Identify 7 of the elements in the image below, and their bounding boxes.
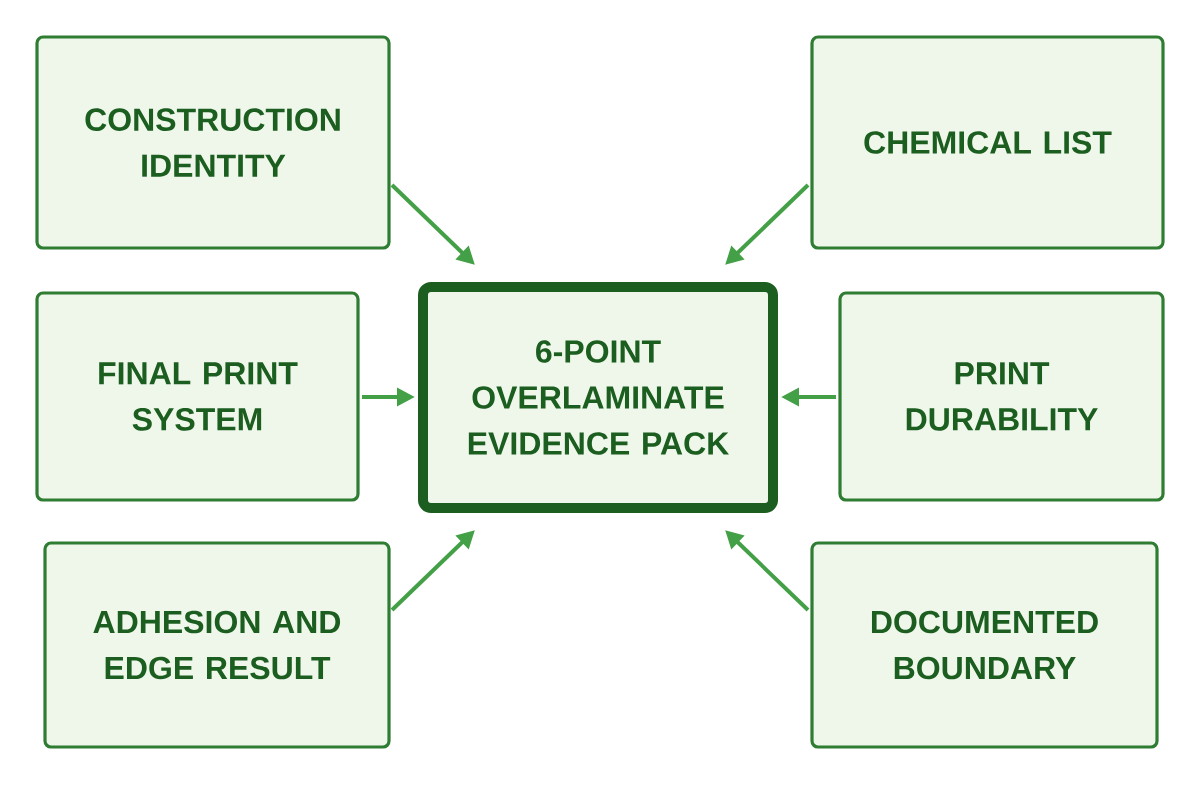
process-box: PRINT DURABILITY [838, 291, 1165, 502]
process-box: FINAL PRINT SYSTEM [35, 291, 360, 502]
process-box: CONSTRUCTION IDENTITY [35, 35, 391, 250]
process-box: ADHESION AND EDGE RESULT [43, 541, 391, 749]
process-box: CHEMICAL LIST [810, 35, 1165, 250]
main-box: 6-POINT OVERLAMINATE EVIDENCE PACK [418, 282, 778, 513]
process-box: DOCUMENTED BOUNDARY [810, 541, 1159, 749]
